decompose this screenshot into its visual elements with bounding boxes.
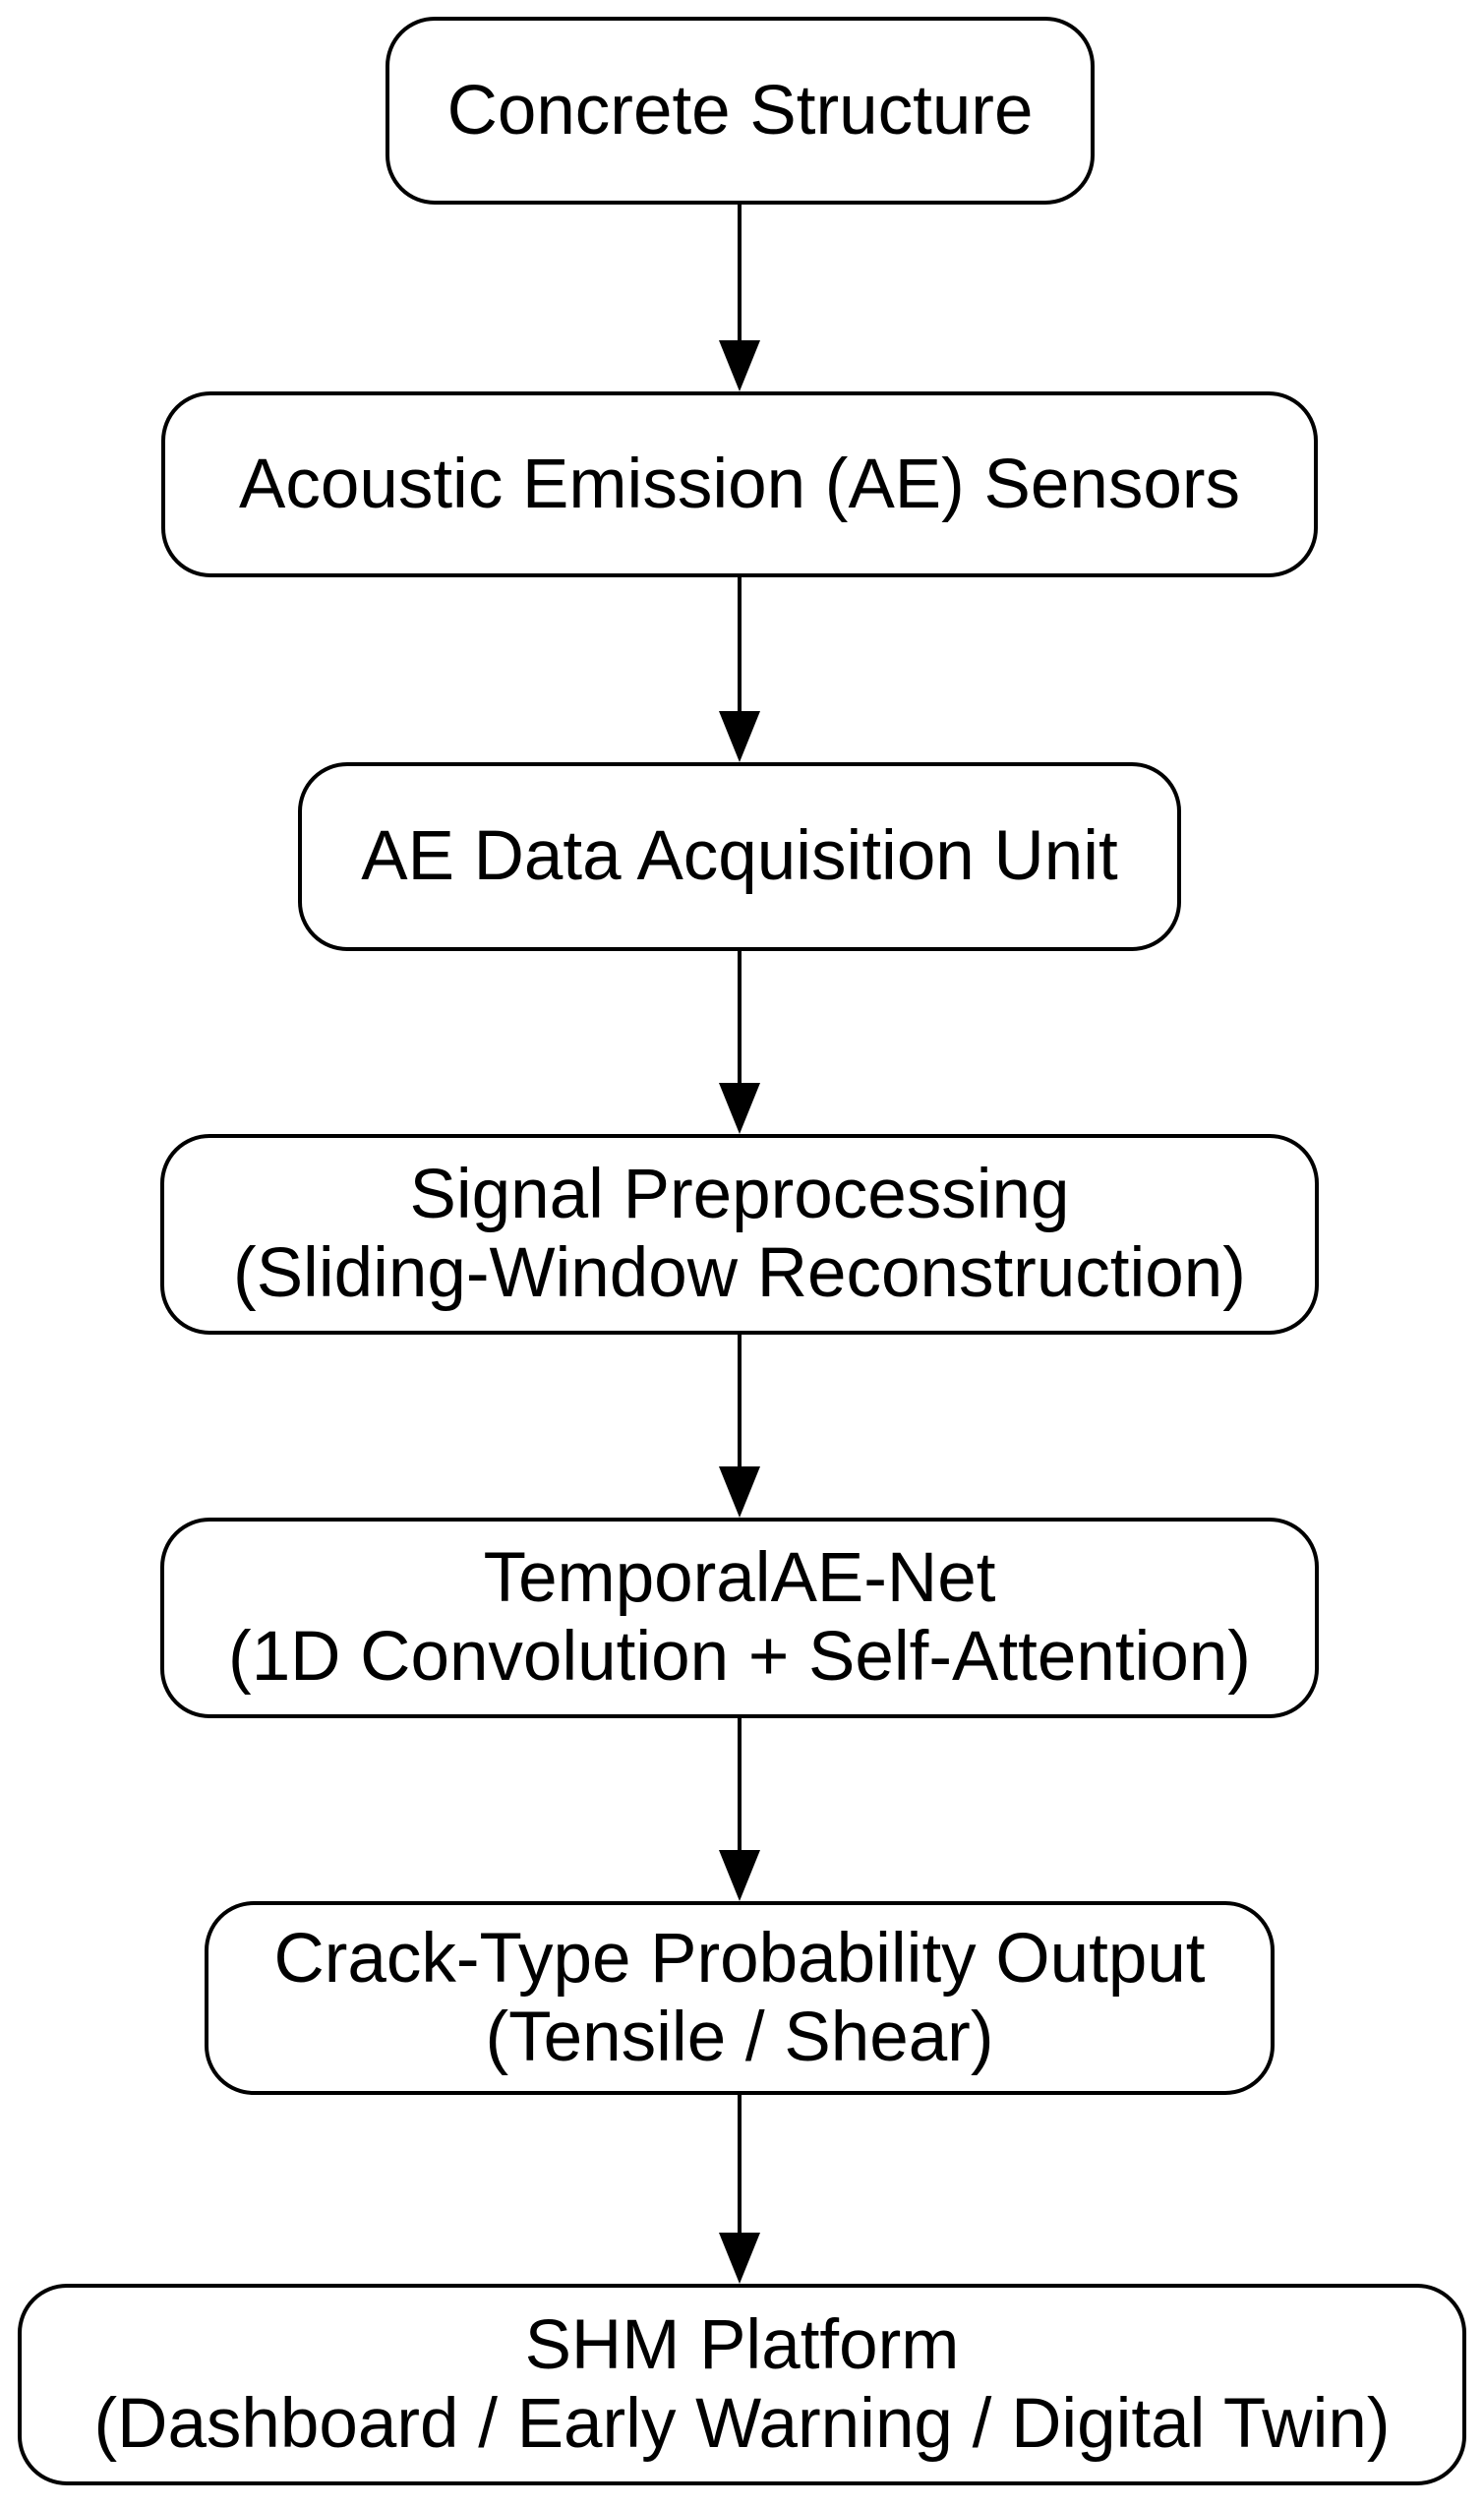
node-label-line: AE Data Acquisition Unit [361, 817, 1118, 895]
arrow-shaft [738, 205, 742, 340]
node-label-line: (Sliding-Window Reconstruction) [233, 1234, 1246, 1312]
flow-node-concrete-structure: Concrete Structure [386, 17, 1095, 205]
arrow-shaft [738, 577, 742, 711]
node-label-line: Signal Preprocessing [409, 1156, 1070, 1233]
node-label-line: Acoustic Emission (AE) Sensors [239, 445, 1240, 523]
flow-node-ae-sensors: Acoustic Emission (AE) Sensors [161, 391, 1318, 577]
node-label-line: Concrete Structure [446, 71, 1034, 149]
flow-arrow-6 [719, 2095, 760, 2284]
arrow-shaft [738, 1718, 742, 1850]
node-label-line: Crack-Type Probability Output [273, 1919, 1206, 1998]
flow-arrow-4 [719, 1335, 760, 1518]
node-label-line: SHM Platform [524, 2305, 960, 2384]
flow-node-ae-data-acquisition-unit: AE Data Acquisition Unit [298, 762, 1181, 951]
flow-node-signal-preprocessing: Signal Preprocessing (Sliding-Window Rec… [160, 1134, 1319, 1335]
arrowhead-down-icon [719, 711, 760, 762]
arrowhead-down-icon [719, 1850, 760, 1901]
node-label-line: (Tensile / Shear) [485, 1998, 994, 2076]
arrowhead-down-icon [719, 1466, 760, 1518]
node-label-line: (Dashboard / Early Warning / Digital Twi… [93, 2384, 1391, 2463]
node-label-line: TemporalAE-Net [483, 1539, 996, 1617]
flow-node-temporalae-net: TemporalAE-Net (1D Convolution + Self-At… [160, 1518, 1319, 1718]
arrow-shaft [738, 951, 742, 1083]
node-label-line: (1D Convolution + Self-Attention) [228, 1618, 1251, 1696]
arrowhead-down-icon [719, 1083, 760, 1134]
flow-arrow-5 [719, 1718, 760, 1901]
arrow-shaft [738, 1335, 742, 1466]
flow-arrow-1 [719, 205, 760, 391]
flow-node-crack-type-probability-output: Crack-Type Probability Output (Tensile /… [205, 1901, 1275, 2095]
flow-node-shm-platform: SHM Platform (Dashboard / Early Warning … [18, 2284, 1466, 2485]
arrowhead-down-icon [719, 2233, 760, 2284]
arrowhead-down-icon [719, 340, 760, 391]
flow-arrow-3 [719, 951, 760, 1134]
arrow-shaft [738, 2095, 742, 2233]
flow-arrow-2 [719, 577, 760, 762]
